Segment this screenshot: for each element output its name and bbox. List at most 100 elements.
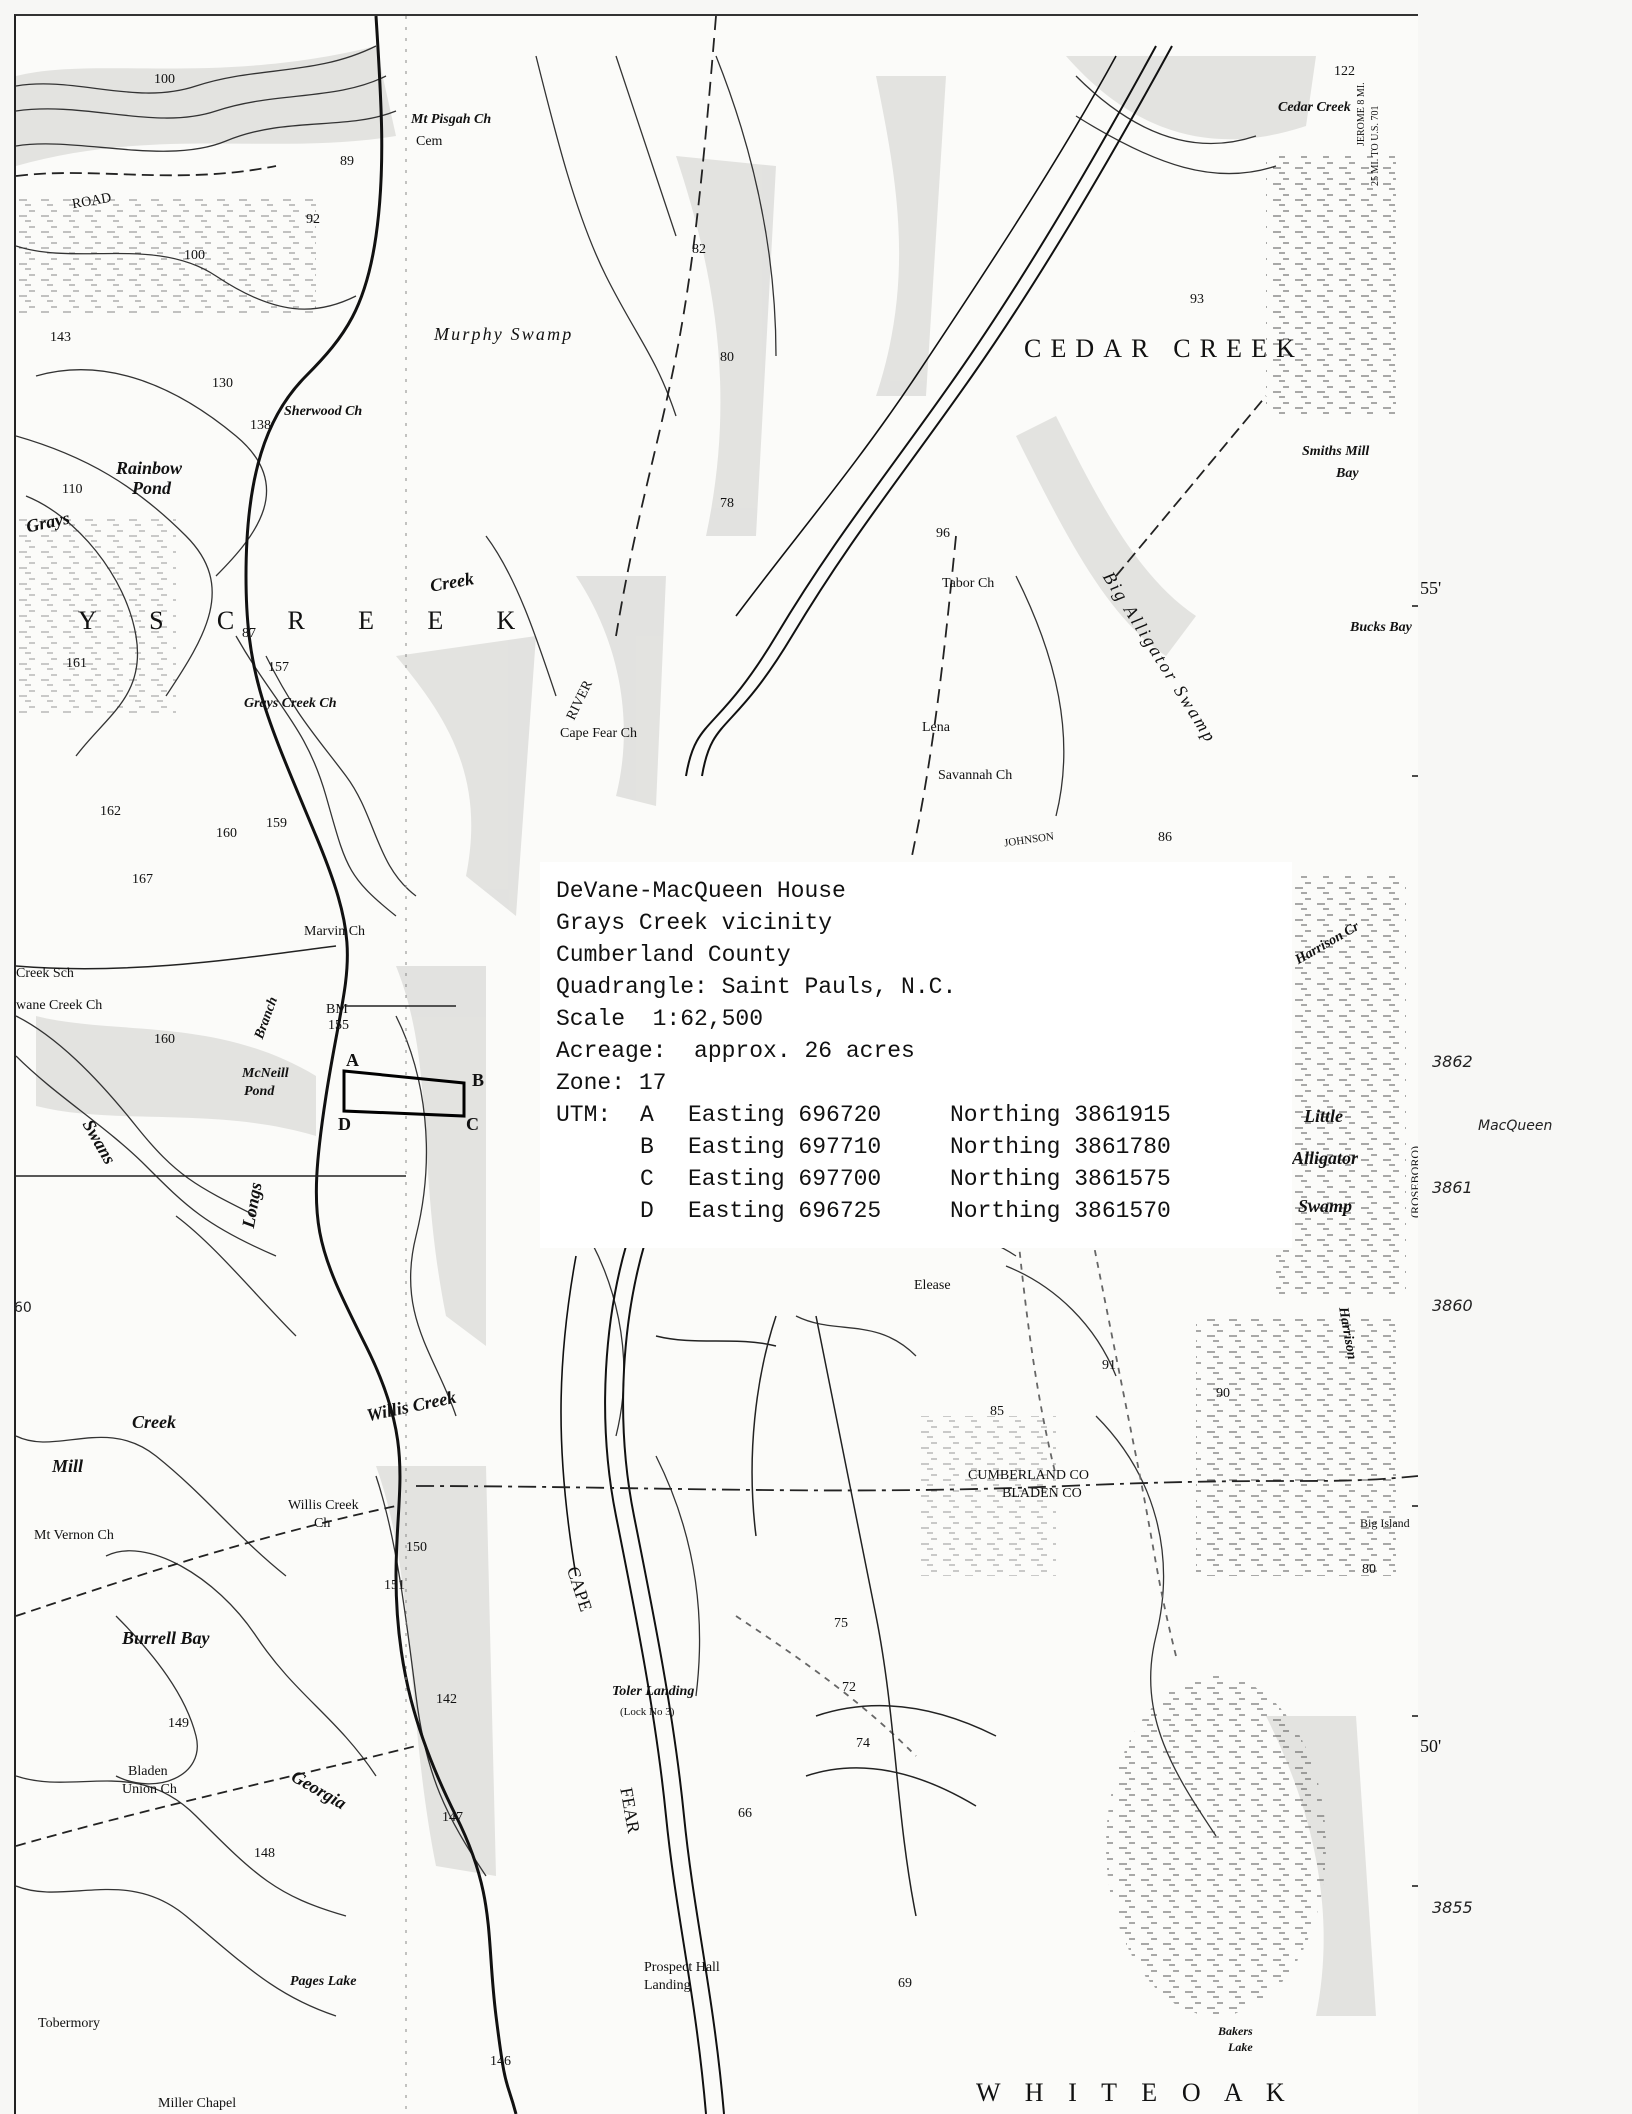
label-swamp: Swamp: [1298, 1196, 1353, 1216]
elevation-label: 80: [720, 350, 734, 365]
elevation-label: 66: [738, 1806, 752, 1821]
label-miller-chapel: Miller Chapel: [158, 2096, 237, 2111]
elevation-label: 143: [50, 330, 71, 345]
elevation-label: 96: [936, 526, 950, 541]
minute-mark-50: 50': [1420, 1736, 1442, 1756]
elevation-label: 157: [268, 660, 289, 675]
label-bladen-co: BLADEN CO: [1002, 1486, 1082, 1501]
elevation-label: 91: [1102, 1358, 1116, 1373]
map-linework: [16, 16, 1418, 2114]
elevation-label: 80: [1362, 1562, 1376, 1577]
topographic-map: Mt Pisgah Ch Cem Cedar Creek CEDAR CREEK…: [14, 14, 1418, 2114]
elevation-label: 85: [990, 1404, 1004, 1419]
label-little: Little: [1304, 1106, 1343, 1126]
elevation-label: 90: [1216, 1386, 1230, 1401]
elevation-label: 87: [242, 626, 256, 641]
label-cedar-creek-small: Cedar Creek: [1278, 100, 1351, 115]
elevation-label: 138: [250, 418, 271, 433]
label-rainbow: Rainbow: [116, 458, 183, 478]
label-pond: Pond: [132, 478, 172, 498]
info-utm-label: UTM:: [556, 1102, 612, 1128]
label-grays-creek-ch: Grays Creek Ch: [244, 696, 337, 711]
label-lake: Lake: [1228, 2040, 1253, 2054]
elevation-label: 92: [306, 212, 320, 227]
utm-northing: Northing 3861915: [950, 1102, 1171, 1128]
label-alligator: Alligator: [1292, 1148, 1359, 1168]
info-scale: Scale 1:62,500: [556, 1006, 764, 1032]
elevation-label: 89: [340, 154, 354, 169]
label-bucks-bay: Bucks Bay: [1350, 620, 1412, 635]
label-creek-sch: Creek Sch: [16, 966, 74, 981]
margin-note-3861: 3861: [1432, 1178, 1473, 1197]
margin-note-macqueen: MacQueen: [1478, 1118, 1553, 1134]
elevation-label: 100: [154, 72, 175, 87]
grid-ticks: [1412, 605, 1418, 1887]
label-tabor-ch: Tabor Ch: [942, 576, 995, 591]
boundary-point-b: B: [472, 1070, 485, 1090]
utm-easting: Easting 697700: [688, 1166, 882, 1192]
elevation-label: 160: [154, 1032, 175, 1047]
utm-easting: Easting 696720: [688, 1102, 882, 1128]
utm-northing: Northing 3861575: [950, 1166, 1171, 1192]
minute-mark-55: 55': [1420, 578, 1442, 598]
elevation-label: 78: [720, 496, 734, 511]
site-info-box: DeVane-MacQueen House Grays Creek vicini…: [540, 862, 1292, 1248]
utm-point: B: [640, 1134, 654, 1160]
elevation-label: 155: [328, 1018, 349, 1033]
elevation-label: 146: [490, 2054, 511, 2069]
label-sherwood-ch: Sherwood Ch: [284, 404, 363, 419]
label-big-island: Big Island: [1360, 1516, 1410, 1530]
label-willis-creek-ch: Willis Creek: [288, 1498, 359, 1513]
label-ch: Ch: [314, 1516, 331, 1531]
label-lena: Lena: [922, 720, 950, 735]
label-swane-creek-ch: wane Creek Ch: [16, 998, 103, 1013]
highway-87: [244, 16, 518, 2114]
elevation-label: 147: [442, 1810, 463, 1825]
label-cedar-creek-township: CEDAR CREEK: [1024, 334, 1304, 363]
elevation-label: 161: [66, 656, 87, 671]
info-acreage: Acreage: approx. 26 acres: [556, 1038, 915, 1064]
label-union-ch: Union Ch: [122, 1782, 177, 1797]
info-vicinity: Grays Creek vicinity: [556, 910, 833, 936]
elevation-label: 86: [1158, 830, 1172, 845]
elevation-label: 160: [216, 826, 237, 841]
utm-point: D: [640, 1198, 654, 1224]
label-prospect-hall: Prospect Hall: [644, 1960, 720, 1975]
label-landing: Landing: [644, 1978, 691, 1993]
label-toler-landing: Toler Landing: [612, 1684, 695, 1699]
label-cem: Cem: [416, 134, 443, 149]
label-marvin-ch: Marvin Ch: [304, 924, 366, 939]
label-us701: 25 MI. TO U.S. 701: [1370, 105, 1381, 186]
elevation-label: 142: [436, 1692, 457, 1707]
margin-note-60: 60: [14, 1300, 32, 1316]
label-cape-fear-ch: Cape Fear Ch: [560, 726, 637, 741]
label-mt-vernon-ch: Mt Vernon Ch: [34, 1528, 114, 1543]
marsh-areas: [16, 156, 1406, 2016]
utm-point: A: [640, 1102, 654, 1128]
label-elease: Elease: [914, 1278, 951, 1293]
elevation-label: 151: [384, 1578, 405, 1593]
cape-fear-river: [560, 45, 1173, 2114]
label-pages-lake: Pages Lake: [290, 1974, 357, 1989]
elevation-label: 69: [898, 1976, 912, 1991]
info-county: Cumberland County: [556, 942, 791, 968]
elevation-label: 72: [842, 1680, 856, 1695]
utm-northing: Northing 3861570: [950, 1198, 1171, 1224]
label-lock-no3: (Lock No 3): [620, 1706, 675, 1718]
utm-point: C: [640, 1166, 654, 1192]
boundary-point-c: C: [466, 1114, 479, 1134]
boundary-point-a: A: [346, 1050, 359, 1070]
info-title: DeVane-MacQueen House: [556, 878, 846, 904]
label-burrell-bay: Burrell Bay: [122, 1628, 210, 1648]
elevation-label: 74: [856, 1736, 870, 1751]
label-white-oak: W H I T E O A K: [976, 2078, 1294, 2107]
elevation-label: 122: [1334, 64, 1355, 79]
label-tobermory: Tobermory: [38, 2016, 101, 2031]
elevation-label: 100: [184, 248, 205, 263]
elevation-label: 150: [406, 1540, 427, 1555]
label-bm: BM: [326, 1002, 348, 1017]
utm-easting: Easting 696725: [688, 1198, 882, 1224]
label-mcneill-pond: Pond: [244, 1084, 275, 1099]
label-murphy-swamp: Murphy Swamp: [434, 324, 574, 344]
label-grays-creek-township: Y S C R E E K: [78, 606, 539, 635]
